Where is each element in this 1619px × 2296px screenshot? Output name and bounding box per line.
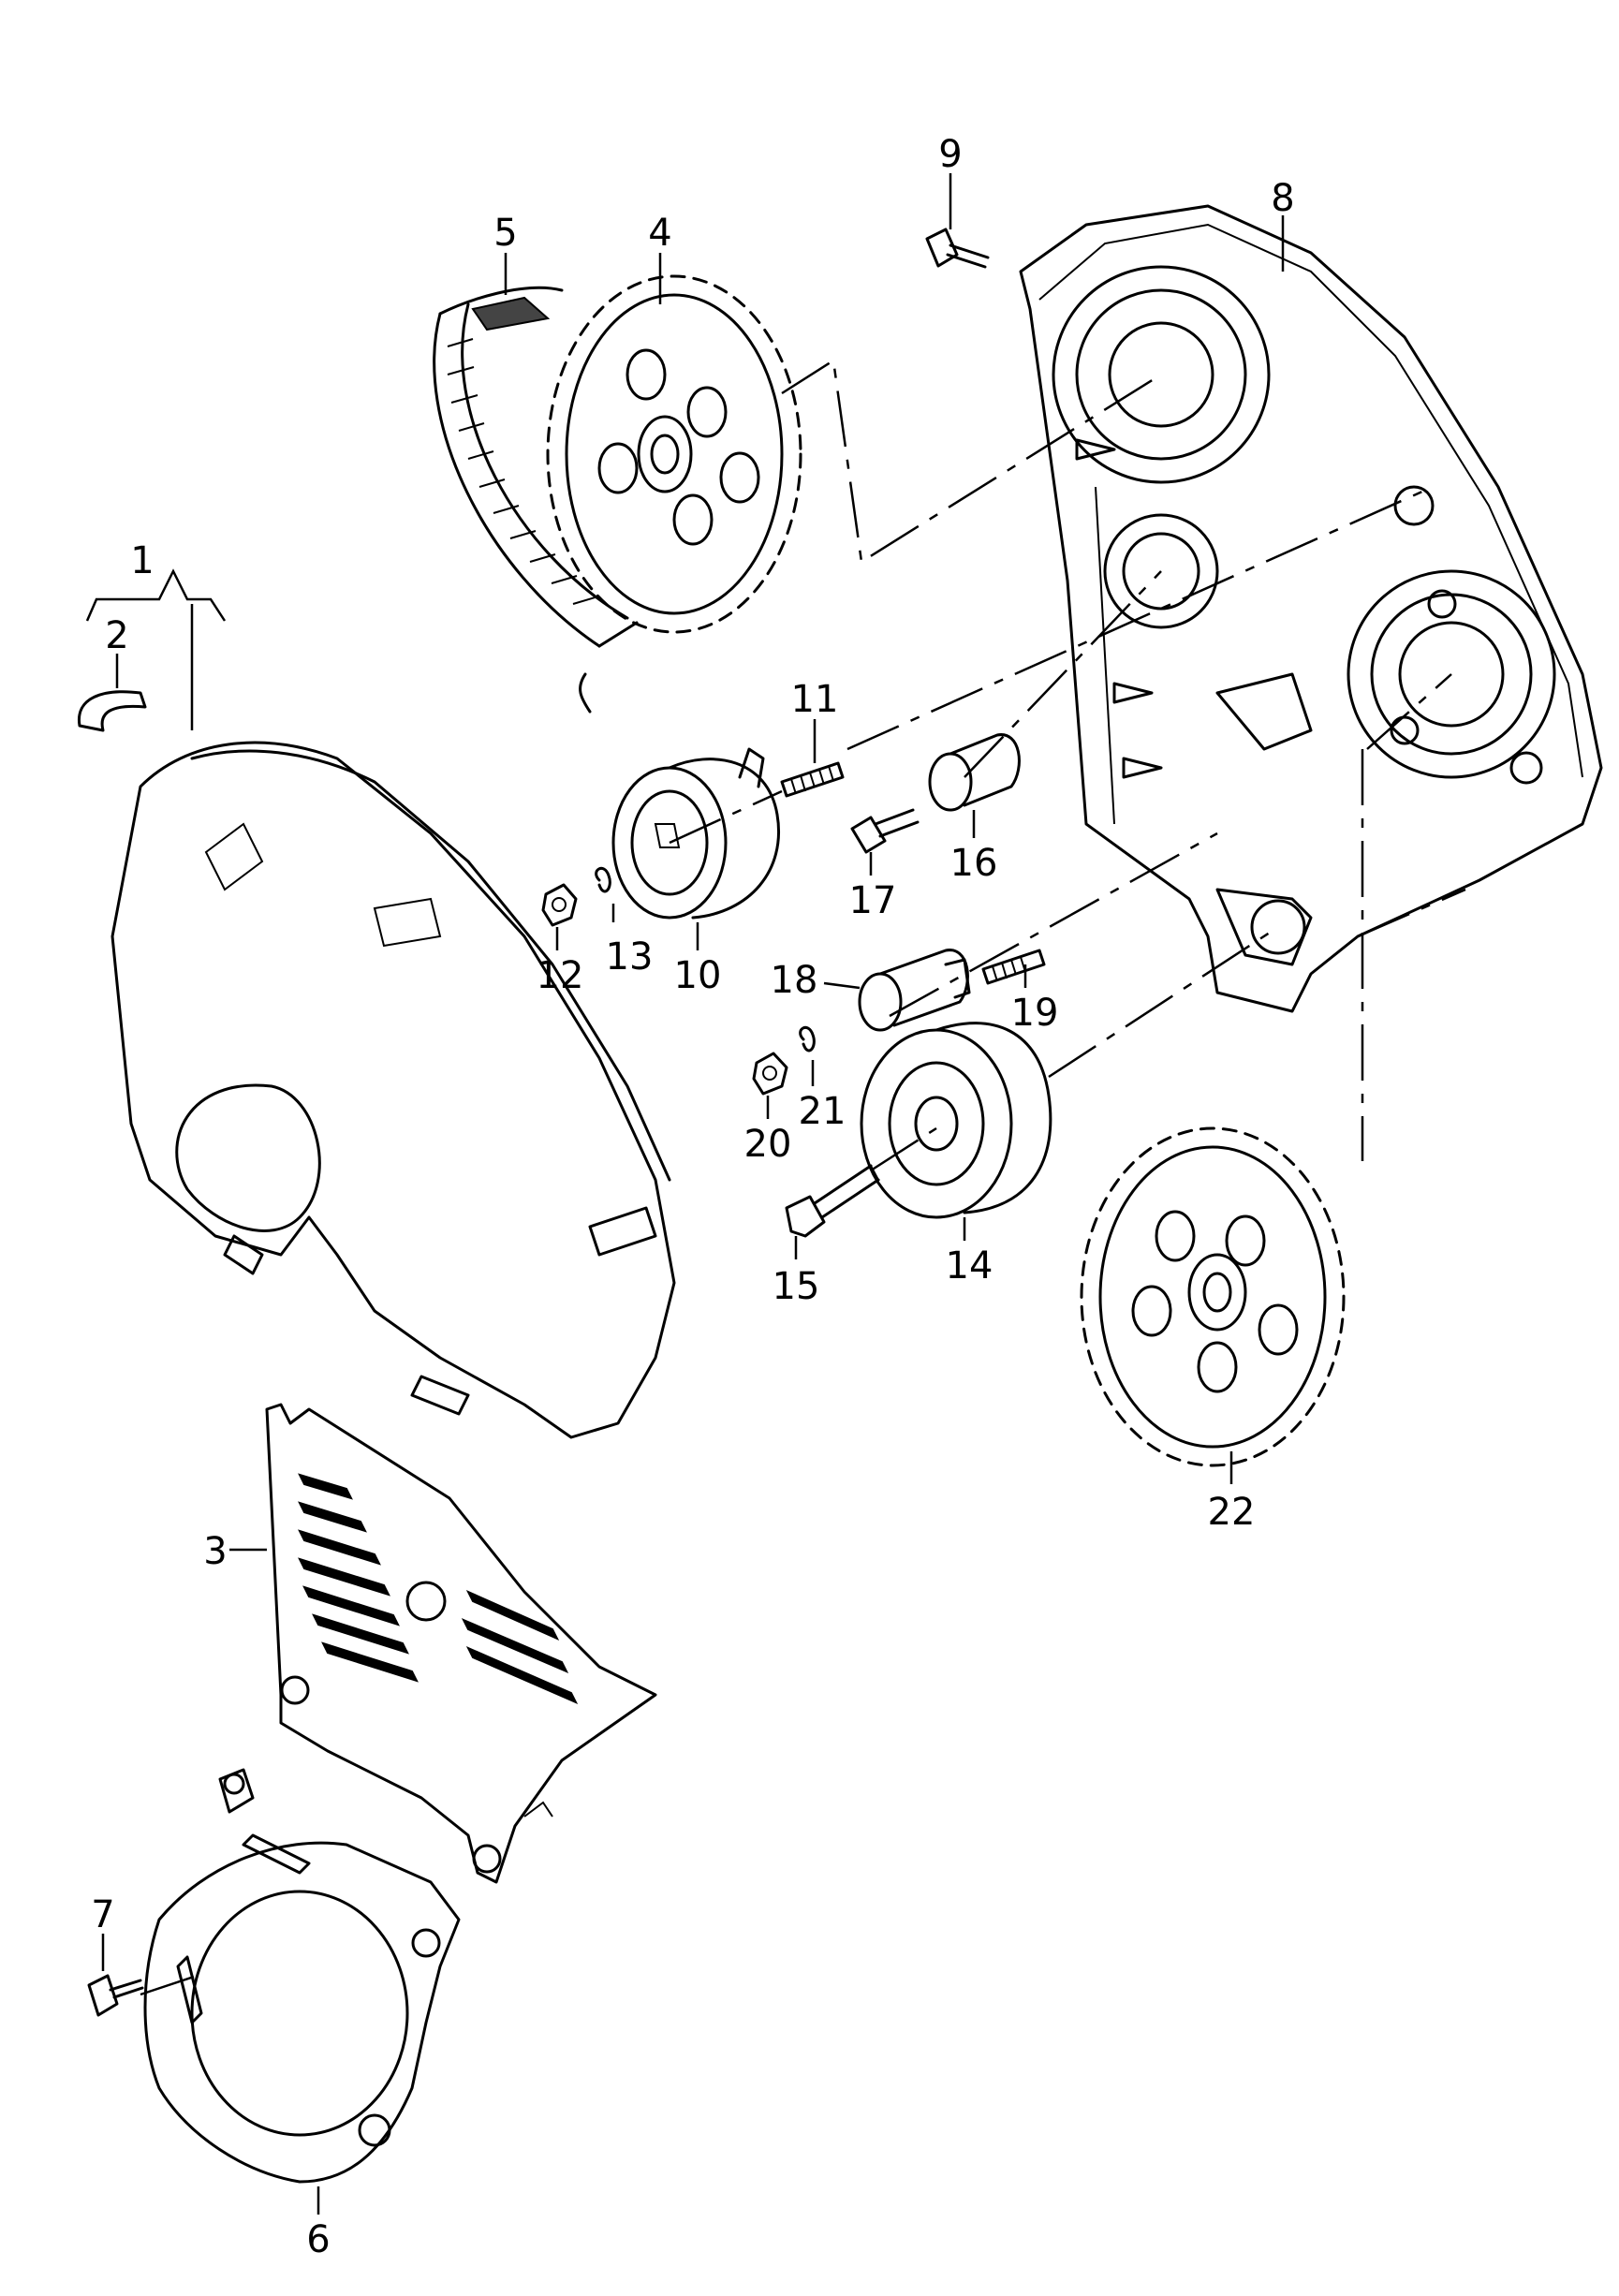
part-22-crankshaft-sprocket [1080, 1126, 1346, 1467]
leader-lines [85, 173, 1285, 2215]
callout-14: 14 [946, 1244, 993, 1288]
assembly-centerlines [140, 358, 1466, 1996]
callout-10: 10 [674, 954, 722, 997]
callout-18: 18 [771, 959, 818, 1002]
callout-13: 13 [606, 935, 654, 979]
callout-21: 21 [799, 1090, 846, 1133]
part-12-nut [541, 883, 578, 927]
callout-17: 17 [849, 879, 897, 922]
part-21-washer [799, 1025, 816, 1052]
callout-11: 11 [791, 678, 839, 721]
part-3-lower-cover [265, 1403, 657, 1884]
part-5-toothed-belt [433, 286, 639, 714]
callout-2: 2 [105, 614, 128, 657]
part-18-spacer [858, 949, 971, 1032]
part-19-stud [981, 949, 1046, 985]
callout-4: 4 [648, 212, 671, 255]
callout-labels: 1 2 3 4 5 6 7 8 9 10 11 12 13 14 15 16 1… [91, 133, 1294, 2261]
callout-5: 5 [493, 212, 517, 255]
part-17-bolt [850, 808, 920, 854]
part-14-idler-roller [860, 1022, 1052, 1219]
part-20-nut [752, 1052, 788, 1096]
part-9-bolt [925, 228, 990, 269]
part-4-camshaft-sprocket [546, 274, 802, 634]
part-1-upper-cover [110, 741, 676, 1439]
callout-20: 20 [744, 1123, 792, 1166]
callout-6: 6 [306, 2218, 330, 2261]
callout-12: 12 [537, 954, 584, 997]
callout-9: 9 [938, 133, 962, 176]
part-10-tensioner-roller [611, 747, 780, 920]
part-6-cover-plate [143, 1768, 461, 2184]
callout-19: 19 [1011, 992, 1059, 1035]
part-8-rear-cover [1019, 204, 1603, 1013]
callout-16: 16 [950, 842, 998, 885]
callout-7: 7 [91, 1893, 114, 1936]
part-2-clip [77, 690, 147, 732]
part-11-stud [780, 761, 845, 798]
part-7-bolt [87, 1974, 144, 2017]
part-15-bolt [785, 1164, 880, 1238]
callout-3: 3 [203, 1530, 227, 1573]
callout-8: 8 [1271, 177, 1294, 220]
part-16-sleeve [928, 733, 1021, 812]
callout-1: 1 [130, 539, 154, 582]
callout-15: 15 [773, 1265, 820, 1308]
callout-22: 22 [1208, 1491, 1256, 1534]
part-13-washer [595, 866, 611, 893]
